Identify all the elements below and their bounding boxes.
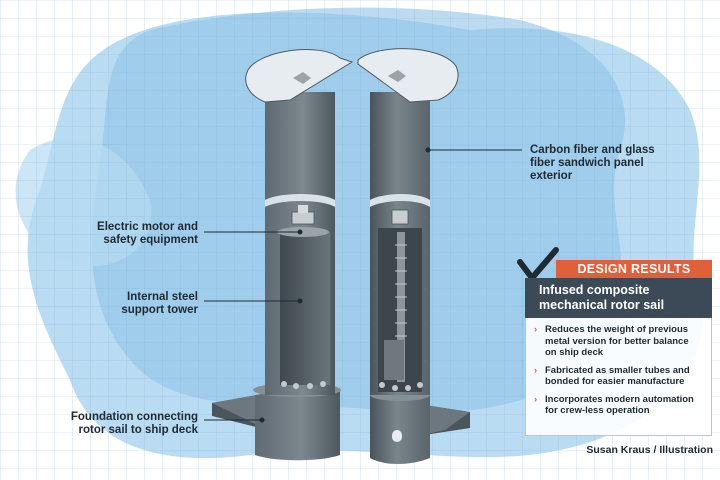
result-item: › Fabricated as smaller tubes and bonded… xyxy=(534,365,705,388)
callout-motor: Electric motor and safety equipment xyxy=(60,221,198,247)
chevron-right-icon: › xyxy=(534,324,538,335)
result-line: Reduces the weight of previous xyxy=(545,324,689,335)
callout-exterior: Carbon fiber and glass fiber sandwich pa… xyxy=(530,144,655,183)
illustration-credit: Susan Kraus / Illustration xyxy=(586,444,713,456)
callout-line: exterior xyxy=(530,170,573,182)
callout-line: Foundation connecting xyxy=(70,411,198,423)
result-line: Incorporates modern automation xyxy=(545,393,694,405)
callout-foundation: Foundation connecting rotor sail to ship… xyxy=(40,411,198,437)
callout-line: Internal steel xyxy=(127,291,198,303)
callout-line: support tower xyxy=(121,304,198,316)
header-line: Infused composite xyxy=(539,283,650,297)
rotor-right-cutaway xyxy=(357,48,470,464)
design-results-list: › Reduces the weight of previous metal v… xyxy=(525,318,712,436)
design-results-panel: DESIGN RESULTS Infused composite mechani… xyxy=(520,258,713,458)
header-line: mechanical rotor sail xyxy=(539,298,665,312)
design-results-header: Infused composite mechanical rotor sail xyxy=(525,278,712,318)
callout-line: Electric motor and xyxy=(97,221,198,233)
result-item: › Incorporates modern automation for cre… xyxy=(534,394,705,417)
design-results-tab: DESIGN RESULTS xyxy=(556,260,712,278)
callout-line: rotor sail to ship deck xyxy=(78,424,199,436)
callout-line: fiber sandwich panel xyxy=(530,157,644,169)
rotor-left-cutaway xyxy=(212,48,354,461)
callout-line: safety equipment xyxy=(103,234,198,246)
result-line: Fabricated as smaller tubes and xyxy=(545,364,690,376)
result-item: › Reduces the weight of previous metal v… xyxy=(534,324,705,359)
leader-lines xyxy=(204,147,522,423)
result-line: metal version for better balance xyxy=(545,335,689,347)
callout-line: Carbon fiber and glass xyxy=(530,144,655,156)
result-line: on ship deck xyxy=(545,347,604,358)
result-line: bonded for easier manufacture xyxy=(545,376,685,387)
chevron-right-icon: › xyxy=(534,393,538,405)
chevron-right-icon: › xyxy=(534,364,538,376)
result-line: for crew-less operation xyxy=(545,405,650,416)
callout-tower: Internal steel support tower xyxy=(60,291,198,317)
